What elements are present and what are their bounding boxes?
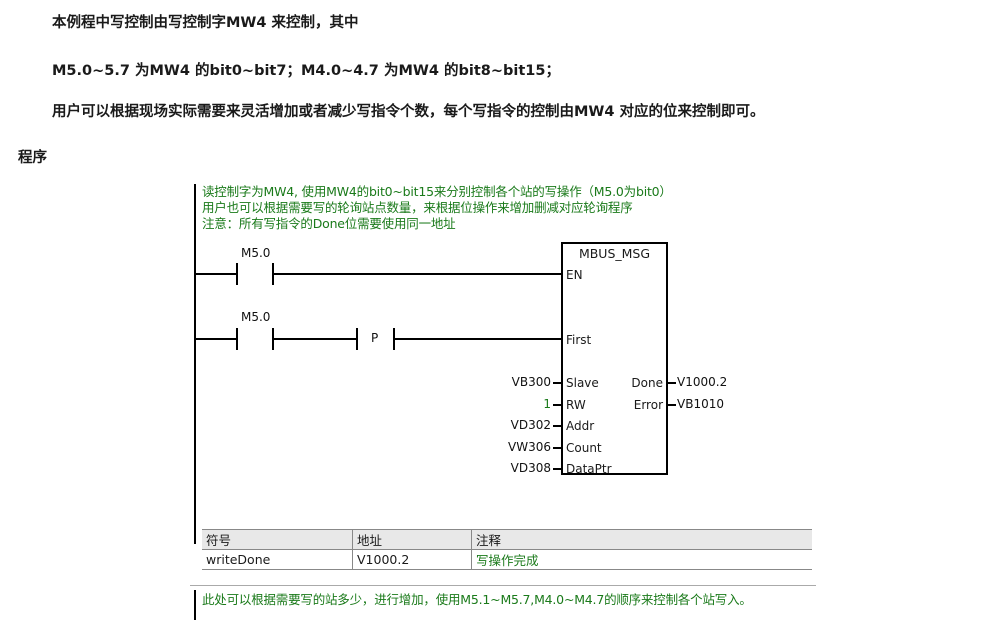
symbol-table-header: 符号 地址 注释 [202, 529, 812, 550]
contact1-right-bar[interactable] [272, 263, 274, 285]
count-pin-wire [553, 447, 561, 449]
left-power-rail [194, 184, 196, 544]
header-comment: 注释 [471, 529, 812, 550]
bottom-network-comment: 此处可以根据需要写的站多少，进行增加，使用M5.1~M5.7,M4.0~M4.7… [202, 592, 752, 607]
block-title: MBUS_MSG [578, 246, 651, 261]
edge-contact-label: P [371, 331, 379, 345]
pin-en: EN [566, 268, 583, 282]
contact2-address: M5.0 [241, 310, 271, 324]
ladder-network: 读控制字为MW4, 使用MW4的bit0~bit15来分别控制各个站的写操作（M… [188, 180, 818, 620]
intro-paragraph-1: 本例程中写控制由写控制字MW4 来控制，其中 [52, 15, 359, 31]
pin-dataptr: DataPtr [566, 462, 612, 476]
dataptr-input-value[interactable]: VD308 [510, 461, 551, 475]
error-output-value[interactable]: VB1010 [677, 397, 724, 411]
pin-rw: RW [566, 398, 586, 412]
pin-addr: Addr [566, 419, 595, 433]
dataptr-pin-wire [553, 468, 561, 470]
rung2-wire-middle [274, 338, 356, 340]
rung2-wire-left [196, 338, 236, 340]
rung1-wire-left [196, 273, 236, 275]
pin-slave: Slave [566, 376, 599, 390]
network-comment-line-3: 注意：所有写指令的Done位需要使用同一地址 [202, 216, 456, 231]
row-address: V1000.2 [352, 549, 472, 570]
header-address: 地址 [352, 529, 472, 550]
addr-input-value[interactable]: VD302 [510, 418, 551, 432]
bottom-network-rail [194, 590, 196, 620]
done-pin-wire [668, 382, 676, 384]
error-pin-wire [668, 404, 676, 406]
row-symbol: writeDone [202, 549, 353, 570]
slave-input-value[interactable]: VB300 [511, 375, 551, 389]
bottom-rail-separator [190, 585, 816, 586]
rw-pin-wire [553, 404, 561, 406]
edge-contact-left-bar[interactable] [356, 328, 358, 350]
network-comment-line-2: 用户也可以根据需要写的轮询站点数量，来根据位操作来增加删减对应轮询程序 [202, 200, 633, 215]
pin-done: Done [631, 376, 663, 390]
row-comment: 写操作完成 [471, 549, 812, 570]
mbus-msg-block[interactable]: MBUS_MSG EN First Slave RW Addr Count Da… [561, 242, 668, 476]
rw-input-value[interactable]: 1 [543, 397, 551, 411]
rung2-wire-right [395, 338, 561, 340]
intro-paragraph-3: 用户可以根据现场实际需要来灵活增加或者减少写指令个数，每个写指令的控制由MW4 … [52, 104, 765, 120]
pin-first: First [566, 333, 592, 347]
symbol-table: 符号 地址 注释 writeDone V1000.2 写操作完成 [202, 529, 812, 570]
table-row[interactable]: writeDone V1000.2 写操作完成 [202, 549, 812, 570]
addr-pin-wire [553, 425, 561, 427]
pin-error: Error [633, 398, 663, 412]
intro-paragraph-2: M5.0~5.7 为MW4 的bit0~bit7；M4.0~4.7 为MW4 的… [52, 63, 560, 79]
contact2-left-bar[interactable] [236, 328, 238, 350]
section-heading: 程序 [18, 150, 47, 166]
count-input-value[interactable]: VW306 [508, 440, 551, 454]
contact2-right-bar[interactable] [272, 328, 274, 350]
edge-contact-right-bar[interactable] [393, 328, 395, 350]
slave-pin-wire [553, 382, 561, 384]
contact1-address: M5.0 [241, 246, 271, 260]
network-comment-line-1: 读控制字为MW4, 使用MW4的bit0~bit15来分别控制各个站的写操作（M… [202, 184, 672, 199]
pin-count: Count [566, 441, 602, 455]
done-output-value[interactable]: V1000.2 [677, 375, 728, 389]
contact1-left-bar[interactable] [236, 263, 238, 285]
rung1-wire-right [274, 273, 561, 275]
header-symbol: 符号 [202, 529, 353, 550]
